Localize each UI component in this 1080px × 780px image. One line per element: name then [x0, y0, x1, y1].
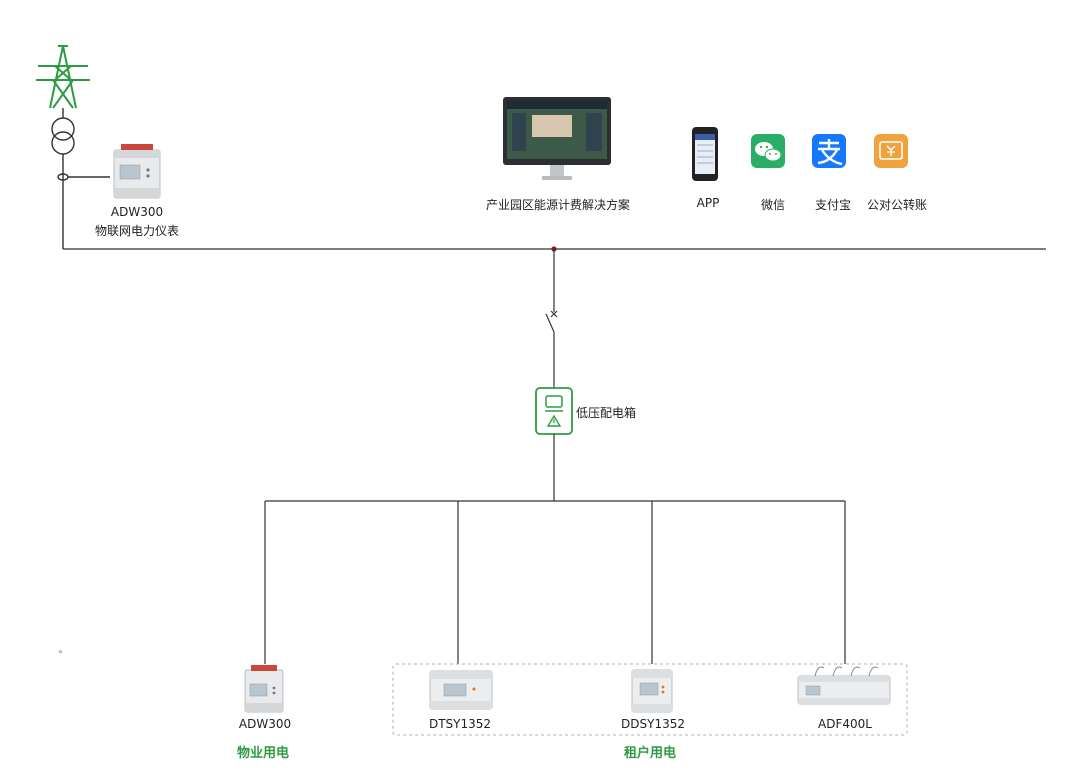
payment-label-app: APP: [696, 196, 720, 210]
device-label-dtsy1352: DTSY1352: [428, 717, 492, 731]
ddsy1352-meter-icon: [631, 669, 673, 713]
payment-label-alipay: 支付宝: [814, 198, 851, 212]
device-label-adf400l: ADF400L: [818, 717, 872, 731]
distribution-box-icon: [535, 387, 573, 435]
branch-lines: [264, 434, 846, 664]
monitor-label: 产业园区能源计费解决方案: [485, 198, 630, 212]
transmission-tower-icon: [36, 45, 90, 109]
device-label-ddsy1352: DDSY1352: [621, 717, 685, 731]
alipay-icon: [812, 134, 846, 168]
adf400l-meter-icon: [797, 666, 891, 705]
bank-transfer-icon: [874, 134, 908, 168]
tenant-group-label: 租户用电: [623, 746, 676, 761]
adw300-bottom-meter-icon: [244, 665, 284, 713]
payment-label-transfer: 公对公转账: [866, 198, 927, 212]
breaker-switch-icon: [545, 249, 558, 388]
top-meter-desc: 物联网电力仪表: [94, 224, 179, 238]
tenant-group-box: [392, 663, 908, 736]
distribution-box-label: 低压配电箱: [576, 406, 637, 420]
top-meter-model: ADW300: [110, 205, 164, 219]
device-label-adw300: ADW300: [238, 717, 292, 731]
payment-label-wechat: 微信: [760, 198, 785, 212]
phone-app-icon: [692, 127, 718, 181]
transformer-icon: [51, 108, 110, 249]
dtsy1352-meter-icon: [429, 670, 493, 710]
wechat-icon: [751, 134, 785, 168]
stray-mark: »: [58, 647, 63, 656]
adw300-top-meter-icon: [113, 144, 161, 199]
property-group-label: 物业用电: [236, 746, 289, 761]
monitor-icon: [503, 97, 611, 180]
